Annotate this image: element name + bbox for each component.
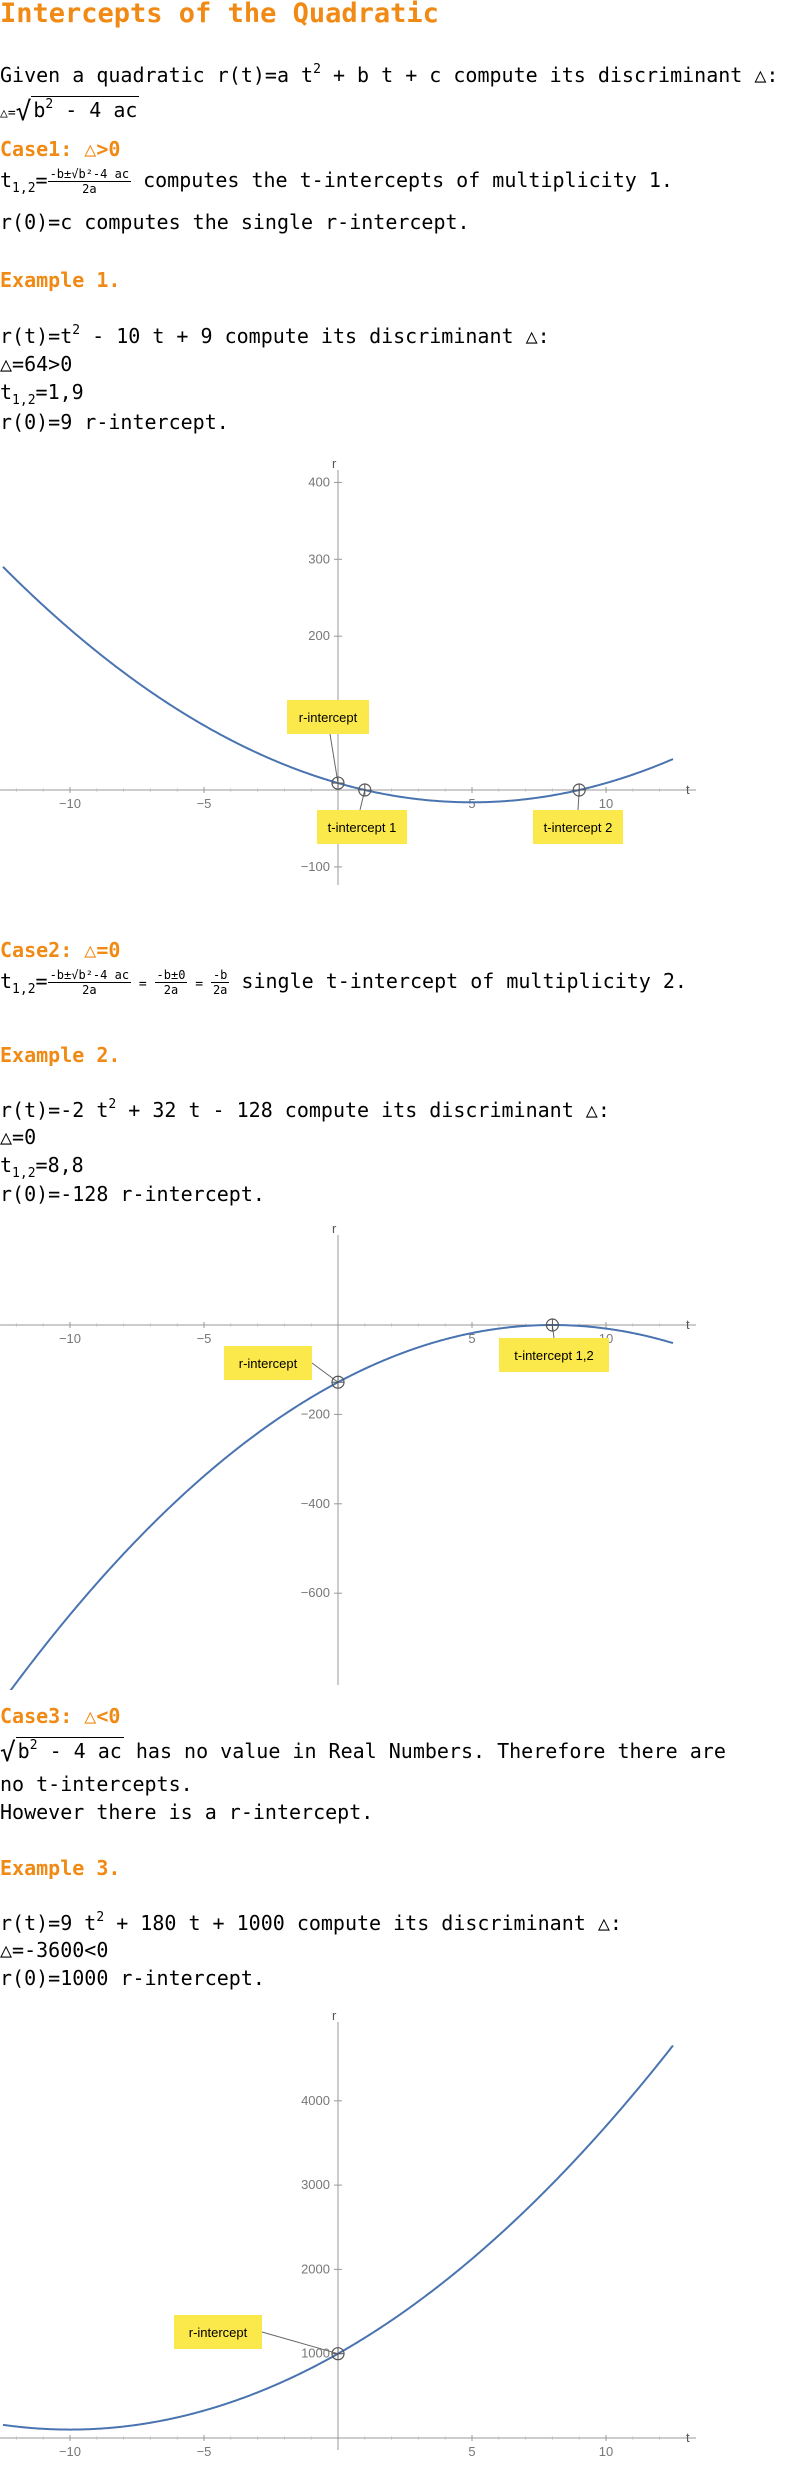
y-tick-label: −400: [301, 1496, 330, 1511]
case3-line2: no t-intercepts.: [0, 1772, 193, 1796]
case1-line2: r(0)=c computes the single r-intercept.: [0, 210, 470, 234]
y-axis-label: r: [332, 456, 337, 471]
example2-line2: △=0: [0, 1125, 37, 1149]
annotation-label-box: [287, 700, 369, 734]
annotation-label: t-intercept 1,2: [514, 1348, 594, 1363]
x-axis-label: t: [686, 2430, 690, 2445]
x-tick-label: 10: [599, 796, 613, 811]
annotation-label: r-intercept: [189, 2325, 248, 2340]
annotation-leader: [329, 733, 339, 784]
example1-heading: Example 1.: [0, 268, 121, 292]
example2-line3: t1,2=8,8: [0, 1153, 84, 1181]
chart-1-svg: tr−10−5510−100100200300400r-interceptt-i…: [0, 456, 696, 885]
example3-line2: △=-3600<0: [0, 1938, 109, 1962]
example3-line1: r(t)=9 t2 + 180 t + 1000 compute its dis…: [0, 1910, 622, 1935]
example1-line3: t1,2=1,9: [0, 380, 84, 408]
case1-heading: Case1: △>0: [0, 137, 121, 161]
y-tick-label: 400: [308, 474, 330, 489]
chart-2-svg: tr−10−5510−200−400−600r-interceptt-inter…: [0, 1225, 696, 1690]
y-tick-label: −200: [301, 1406, 330, 1421]
case3-heading: Case3: △<0: [0, 1704, 121, 1728]
annotation-label-box: [174, 2315, 262, 2349]
x-tick-label: −10: [59, 796, 81, 811]
annotation-label-box: [317, 810, 407, 844]
y-tick-label: 300: [308, 551, 330, 566]
chart-3: t r −10 −5 5 10 1000 2000 3000 4000 r-intercept: [0, 2010, 796, 2467]
y-tick-label: 200: [308, 628, 330, 643]
x-tick-label: −5: [197, 2444, 212, 2459]
case3-line1: √b2 - 4 ac has no value in Real Numbers.…: [0, 1737, 726, 1768]
example2-line1: r(t)=-2 t2 + 32 t - 128 compute its disc…: [0, 1097, 610, 1122]
annotation-label-box: [224, 1346, 312, 1380]
y-tick-label: 2000: [301, 2261, 330, 2276]
annotation-label-box: [499, 1338, 609, 1372]
chart-3-svg: t r −10 −5 5 10 1000 2000 3000 4000 r-intercept: [0, 2010, 696, 2459]
example2-line4: r(0)=-128 r-intercept.: [0, 1182, 265, 1206]
chart-1: tr−10−5510−100100200300400r-interceptt-i…: [0, 455, 796, 910]
intro-line: Given a quadratic r(t)=a t2 + b t + c co…: [0, 62, 779, 87]
y-tick-label: −600: [301, 1585, 330, 1600]
chart-2: tr−10−5510−200−400−600r-interceptt-inter…: [0, 1225, 796, 1690]
y-axis-label: r: [332, 2010, 337, 2023]
y-tick-label: 1000: [301, 2346, 330, 2361]
annotation-label: r-intercept: [239, 1356, 298, 1371]
x-tick-label: 5: [468, 1331, 475, 1346]
x-tick-label: −10: [59, 2444, 81, 2459]
case3-line3: However there is a r-intercept.: [0, 1800, 374, 1824]
y-axis-label: r: [332, 1225, 337, 1236]
annotation-leader: [359, 789, 366, 811]
example1-line2: △=64>0: [0, 352, 73, 376]
annotation-label-box: [533, 810, 623, 844]
discriminant-formula: △=√b2 - 4 ac: [0, 96, 140, 127]
example3-heading: Example 3.: [0, 1856, 121, 1880]
y-tick-label: 3000: [301, 2177, 330, 2192]
annotation-leader: [311, 1362, 339, 1383]
example1-line1: r(t)=t2 - 10 t + 9 compute its discrimin…: [0, 323, 550, 348]
x-tick-label: −5: [197, 1331, 212, 1346]
annotation-label: r-intercept: [299, 710, 358, 725]
annotation-label: t-intercept 1: [328, 820, 397, 835]
x-axis-label: t: [686, 1317, 690, 1332]
x-tick-label: −10: [59, 1331, 81, 1346]
annotation-label: t-intercept 2: [544, 820, 613, 835]
x-tick-label: −5: [197, 796, 212, 811]
example1-line4: r(0)=9 r-intercept.: [0, 410, 229, 434]
x-axis-label: t: [686, 782, 690, 797]
page-title: Intercepts of the Quadratic: [0, 0, 439, 29]
curve-line: [9, 1324, 674, 1690]
x-tick-label: 5: [468, 796, 475, 811]
y-tick-label: 4000: [301, 2093, 330, 2108]
annotation-leader: [261, 2331, 339, 2355]
case2-heading: Case2: △=0: [0, 938, 121, 962]
example2-heading: Example 2.: [0, 1043, 121, 1067]
y-tick-label: −100: [301, 859, 330, 874]
x-tick-label: 5: [468, 2444, 475, 2459]
x-tick-label: 10: [599, 2444, 613, 2459]
example3-line3: r(0)=1000 r-intercept.: [0, 1966, 265, 1990]
